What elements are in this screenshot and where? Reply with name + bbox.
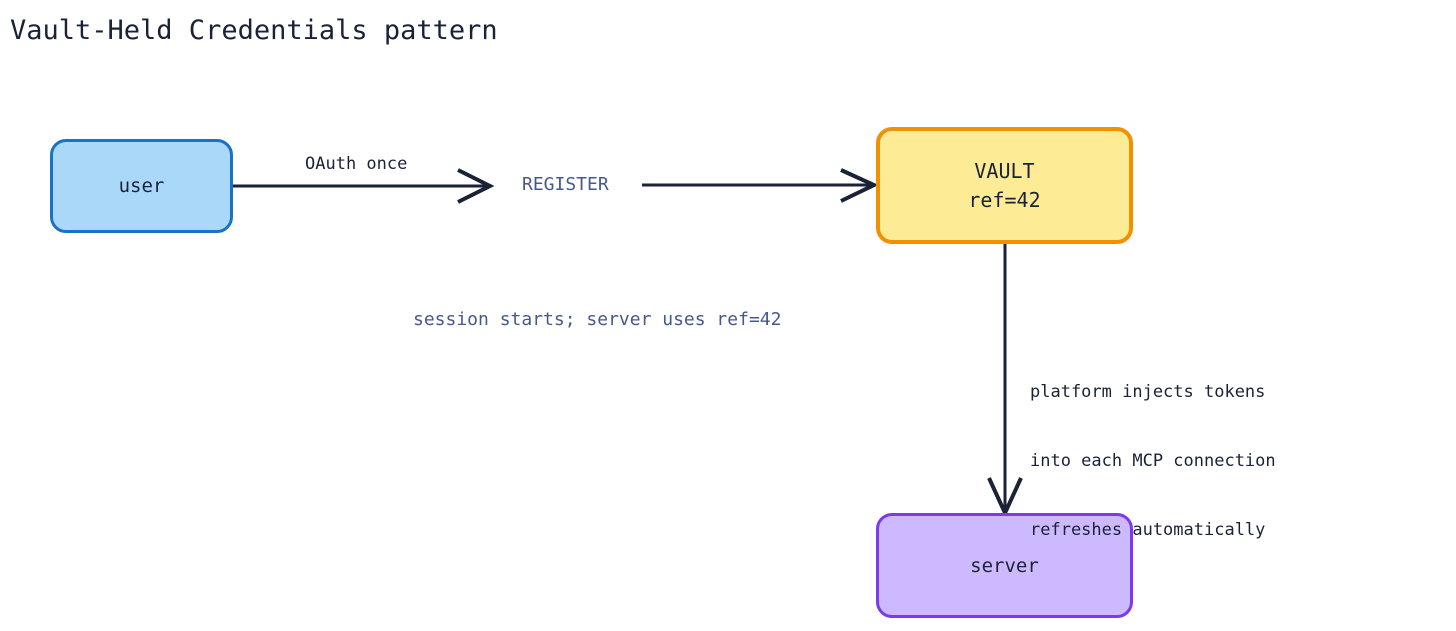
edge-vault-to-server bbox=[987, 244, 1023, 518]
node-server[interactable]: server bbox=[876, 513, 1133, 618]
edge-label-oauth-once: OAuth once bbox=[305, 154, 408, 174]
edge-user-to-register bbox=[233, 168, 495, 204]
arrowhead-open-v bbox=[457, 168, 495, 204]
node-server-label: server bbox=[970, 554, 1039, 577]
inject-note-line-2: into each MCP connection bbox=[1030, 451, 1276, 471]
edge-register-to-vault bbox=[642, 168, 879, 203]
node-user-label: user bbox=[118, 175, 165, 197]
node-vault-label-title: VAULT bbox=[974, 158, 1035, 183]
page-title: Vault-Held Credentials pattern bbox=[10, 15, 498, 46]
edge-label-register: REGISTER bbox=[522, 174, 609, 195]
node-user[interactable]: user bbox=[50, 139, 233, 233]
edge-label-inject-note: platform injects tokens into each MCP co… bbox=[1030, 335, 1276, 565]
inject-note-line-1: platform injects tokens bbox=[1030, 382, 1266, 402]
inject-note-line-3: refreshes automatically bbox=[1030, 520, 1266, 540]
arrowhead-open-v bbox=[840, 168, 879, 203]
node-vault-label-ref: ref=42 bbox=[968, 187, 1041, 212]
annotation-session-note: session starts; server uses ref=42 bbox=[413, 309, 782, 330]
node-vault[interactable]: VAULT ref=42 bbox=[876, 127, 1133, 244]
